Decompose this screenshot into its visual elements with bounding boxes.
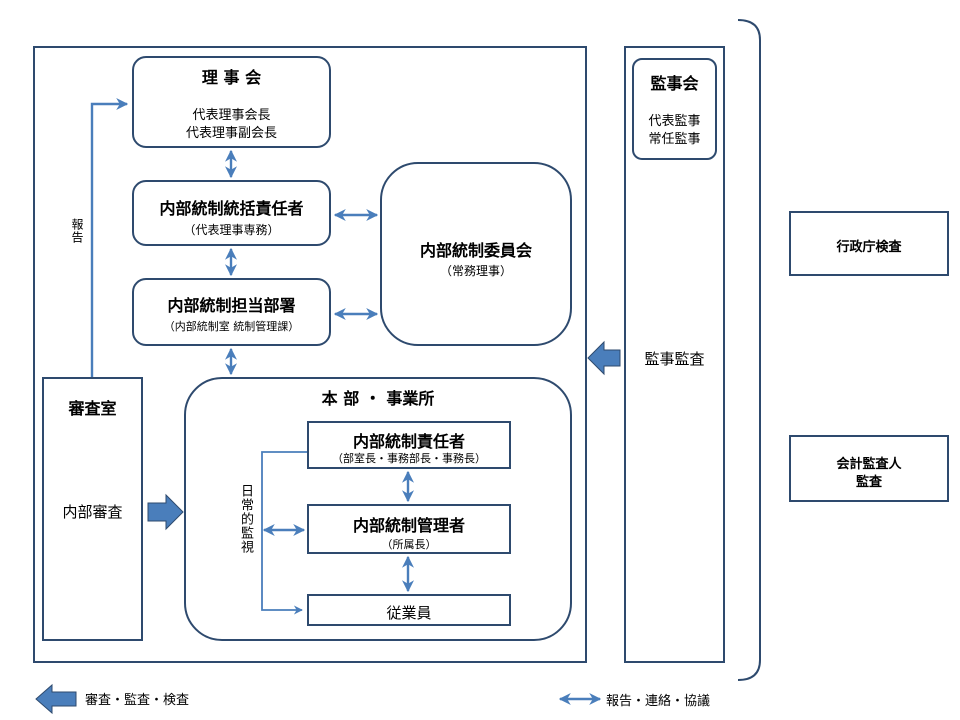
dept-title: 内部統制担当部署 (167, 296, 296, 315)
manager-sub: （所属長） (381, 538, 437, 551)
dept-sub: （内部統制室 統制管理課） (163, 320, 300, 333)
auditor-audit-label: 監事監査 (644, 350, 705, 368)
committee-box: 内部統制委員会 （常務理事） (380, 162, 572, 346)
manager-resp-title: 内部統制責任者 (352, 432, 465, 451)
cco-sub: （代表理事専務） (183, 223, 280, 237)
cpa-audit-box: 会計監査人 監査 (789, 435, 949, 502)
auditors-line2: 常任監事 (648, 132, 701, 147)
committee-title: 内部統制委員会 (419, 241, 532, 260)
gov-inspection-box: 行政庁検査 (789, 211, 949, 276)
auditors-title: 監事会 (650, 74, 699, 93)
manager-resp-sub: （部室長・事務部長・事務長） (332, 452, 486, 465)
manager-resp-box: 内部統制責任者 （部室長・事務部長・事務長） (307, 421, 511, 469)
audit-office-title: 審査室 (68, 399, 117, 418)
board-title: 理 事 会 (201, 68, 262, 87)
board-line2: 代表理事副会長 (185, 126, 277, 141)
cco-title: 内部統制統括責任者 (159, 199, 304, 218)
manager-box: 内部統制管理者 （所属長） (307, 504, 511, 554)
manager-title: 内部統制管理者 (352, 516, 465, 535)
gov-inspection-label: 行政庁検査 (836, 240, 902, 255)
cco-box: 内部統制統括責任者 （代表理事専務） (132, 180, 331, 246)
dept-box: 内部統制担当部署 （内部統制室 統制管理課） (132, 278, 331, 346)
board-line1: 代表理事会長 (192, 108, 271, 123)
audit-office-body: 内部審査 (62, 503, 123, 521)
auditors-line1: 代表監事 (648, 114, 701, 129)
staff-box: 従業員 (307, 594, 511, 626)
board-box: 理 事 会 代表理事会長 代表理事副会長 (132, 56, 331, 148)
external-bracket (737, 19, 761, 681)
cpa-line2: 監査 (855, 475, 882, 490)
auditor-audit-block-arrow (587, 340, 621, 376)
committee-sub: （常務理事） (439, 264, 512, 278)
legend-block-arrow-label: 審査・監査・検査 (85, 693, 190, 708)
auditors-box: 監事会 代表監事 常任監事 (632, 58, 717, 160)
hq-title: 本 部 ・ 事業所 (321, 389, 435, 408)
audit-office-box: 審査室 内部審査 (42, 377, 143, 641)
legend-double-arrow-label: 報告・連絡・協議 (606, 694, 711, 709)
staff-title: 従業員 (386, 604, 432, 622)
legend-block-arrow (35, 683, 77, 715)
report-label: 報告 (70, 218, 84, 244)
cpa-line1: 会計監査人 (836, 457, 902, 472)
daily-monitoring-label: 日常的監視 (238, 484, 253, 554)
